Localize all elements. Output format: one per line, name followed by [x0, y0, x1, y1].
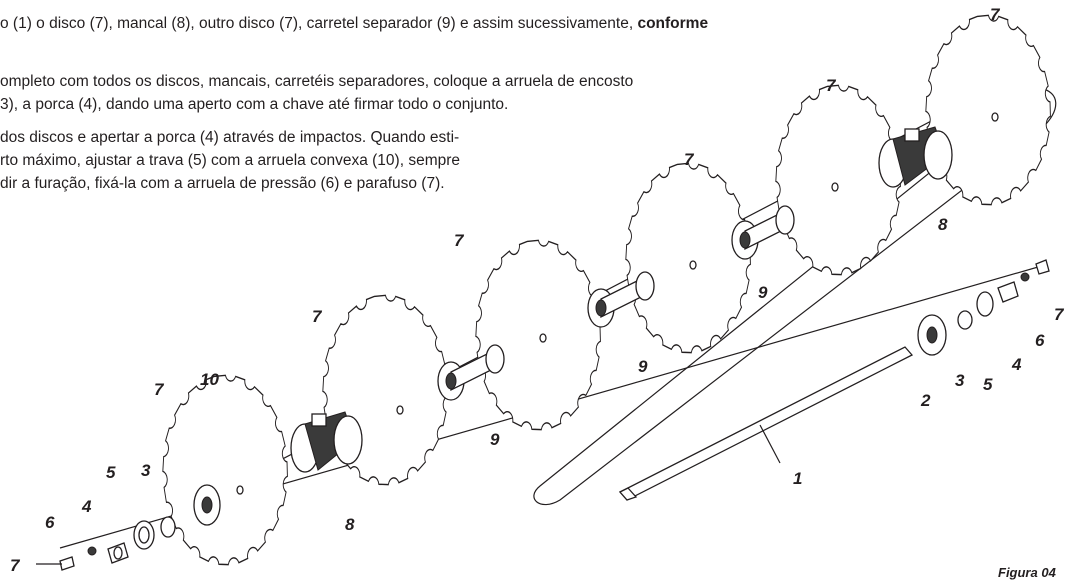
square-shaft: [618, 346, 914, 501]
label-disc-7-top: 7: [990, 5, 1001, 24]
left-hardware-stack: [59, 516, 176, 571]
disc-center-holes: [236, 112, 999, 495]
frame-outline: [533, 87, 1057, 506]
right-hardware-stack: [917, 259, 1050, 356]
label-washer-3-right: 3: [955, 371, 965, 390]
label-disc-7-b: 7: [826, 76, 837, 95]
label-shaft-1: 1: [793, 469, 802, 488]
label-lock-5-right: 5: [983, 375, 993, 394]
label-bearing-8-right: 8: [938, 215, 948, 234]
label-spool-9-a: 9: [758, 283, 768, 302]
leader-lines: [36, 424, 781, 565]
disc-4: [615, 147, 761, 369]
instruction-line-6: dir a furação, fixá-la com a arruela de …: [0, 175, 445, 192]
instruction-line-4: dos discos e apertar a porca (4) através…: [0, 129, 460, 146]
label-disc-7-e: 7: [312, 307, 323, 326]
label-disc-7-d: 7: [454, 231, 465, 250]
disc-1: [152, 359, 298, 581]
instruction-line-5: rto máximo, ajustar a trava (5) com a ar…: [0, 152, 461, 169]
disc-2: [312, 279, 458, 501]
instruction-line-2: ompleto com todos os discos, mancais, ca…: [0, 73, 634, 90]
label-nut-4-right: 4: [1011, 355, 1022, 374]
part-labels: 7 7 7 7 7 7 7 7 8 8 9 9 9 10 1 2 3 3 4 4…: [10, 5, 1065, 575]
label-pressure-washer-6-left: 6: [45, 513, 55, 532]
label-thrust-washer-2: 2: [920, 391, 931, 410]
convex-washer: [193, 484, 221, 526]
instruction-line-1: o (1) o disco (7), mancal (8), outro dis…: [0, 15, 709, 32]
label-pressure-washer-6-right: 6: [1035, 331, 1045, 350]
disc-6: [915, 0, 1061, 221]
label-nut-4-left: 4: [81, 497, 92, 516]
label-washer-3-left: 3: [141, 461, 151, 480]
disc-3: [465, 224, 611, 446]
label-lock-5-left: 5: [106, 463, 116, 482]
instruction-line-3: 3), a porca (4), dando uma aperto com a …: [0, 96, 509, 113]
figure-caption: Figura 04: [998, 565, 1057, 580]
bearing-housing-1: [290, 411, 363, 473]
spool-spacer-2: [587, 271, 655, 328]
label-bearing-8-left: 8: [345, 515, 355, 534]
label-bolt-7-left: 7: [10, 556, 21, 575]
spool-spacer-1: [437, 344, 505, 401]
label-disc-7-f: 7: [154, 380, 165, 399]
bearing-housing-2: [878, 126, 953, 188]
label-spool-9-b: 9: [638, 357, 648, 376]
label-convex-washer-10: 10: [200, 370, 219, 389]
spool-spacer-3: [731, 205, 795, 260]
label-bolt-7-right: 7: [1054, 305, 1065, 324]
label-spool-9-c: 9: [490, 430, 500, 449]
label-disc-7-c: 7: [684, 150, 695, 169]
